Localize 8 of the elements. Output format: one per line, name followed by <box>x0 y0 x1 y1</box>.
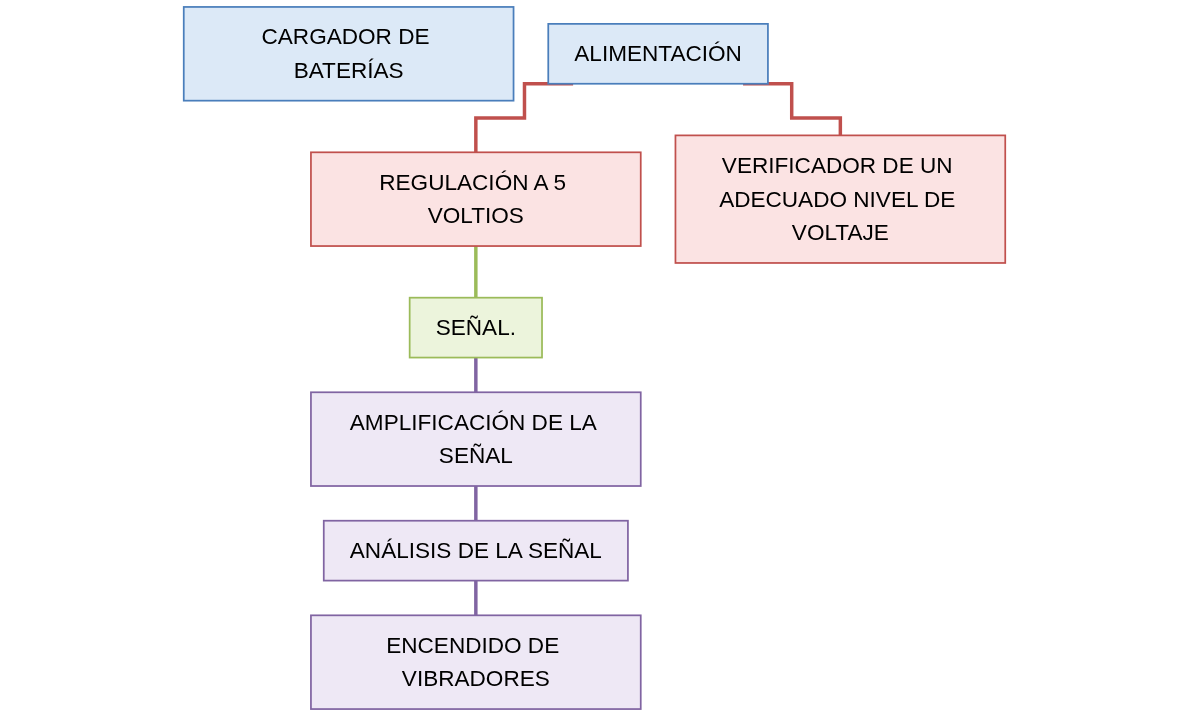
node-box: ALIMENTACIÓN <box>547 23 769 85</box>
node-box: CARGADOR DE BATERÍAS <box>182 6 515 102</box>
node-box: SEÑAL. <box>408 296 543 359</box>
node-box: ANÁLISIS DE LA SEÑAL <box>322 519 629 582</box>
node-box: AMPLIFICACIÓN DE LA SEÑAL <box>310 391 642 487</box>
node-box: VERIFICADOR DE UN ADECUADO NIVEL DE VOLTAJE <box>674 134 1007 264</box>
node-box: REGULACIÓN A 5 VOLTIOS <box>310 151 642 247</box>
node-box: ENCENDIDO DE VIBRADORES <box>310 614 642 710</box>
